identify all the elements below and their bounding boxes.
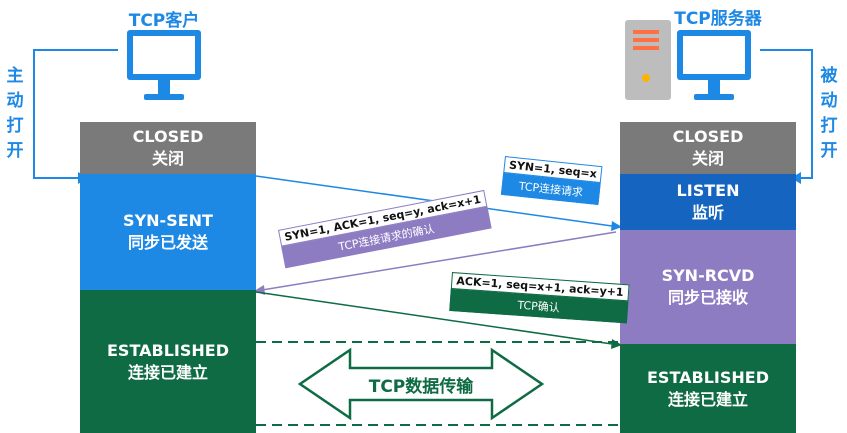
server-title: TCP服务器: [674, 9, 762, 29]
data-transfer-label: TCP数据传输: [368, 377, 474, 397]
data-transfer-double-arrow-icon: [297, 347, 545, 421]
client-state-closed: CLOSED 关闭: [80, 122, 256, 174]
server-state-listen: LISTEN 监听: [620, 174, 796, 230]
server-state-established: ESTABLISHED 连接已建立: [620, 344, 796, 433]
client-monitor-icon: [127, 30, 201, 100]
server-state-syn-rcvd: SYN-RCVD 同步已接收: [620, 230, 796, 344]
server-open-arrow: [760, 49, 813, 179]
client-title: TCP客户: [128, 11, 200, 31]
server-monitor-icon: [677, 30, 751, 100]
server-side-label: 被 动 打 开: [820, 66, 838, 161]
server-state-closed: CLOSED 关闭: [620, 122, 796, 174]
client-open-arrow: [33, 49, 118, 179]
client-state-syn-sent: SYN-SENT 同步已发送: [80, 174, 256, 290]
client-state-established: ESTABLISHED 连接已建立: [80, 290, 256, 433]
client-side-label: 主 动 打 开: [6, 66, 24, 161]
server-tower-icon: [625, 20, 671, 100]
